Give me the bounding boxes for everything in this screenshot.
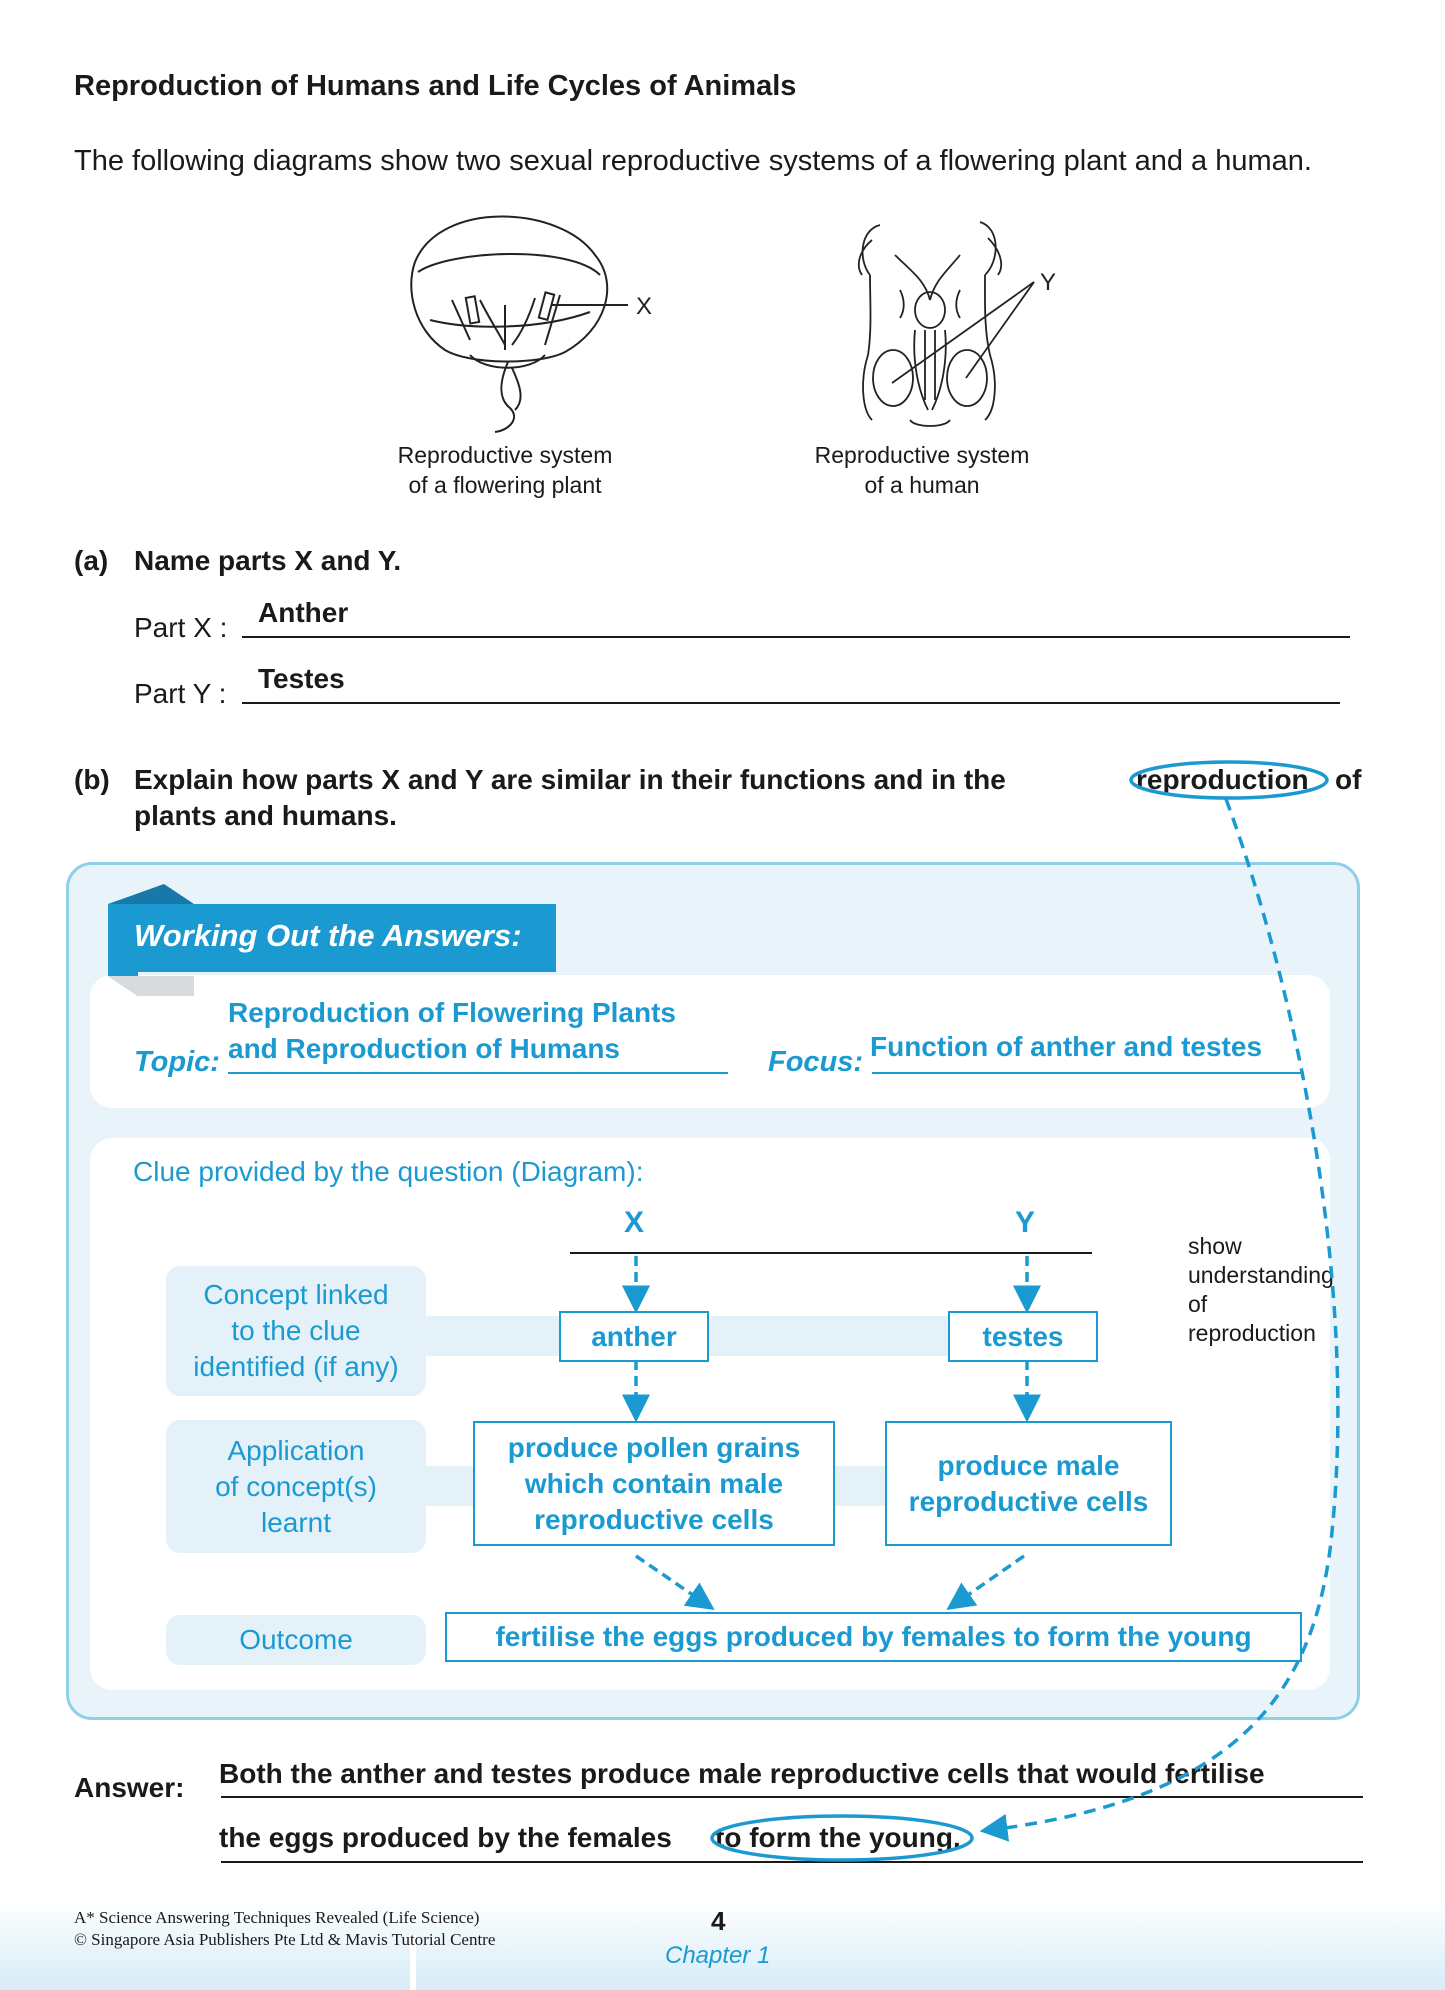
page-title: Reproduction of Humans and Life Cycles o… bbox=[74, 70, 797, 102]
focus-label: Focus: bbox=[768, 1046, 864, 1078]
answer-underline-1 bbox=[221, 1796, 1363, 1798]
part-y-answer: Testes bbox=[258, 663, 345, 694]
label-y-human: Y bbox=[1040, 269, 1056, 296]
topic-line2: and Reproduction of Humans bbox=[228, 1033, 620, 1064]
working-banner-text: Working Out the Answers: bbox=[134, 918, 522, 953]
human-system-illustration bbox=[858, 221, 1035, 427]
question-a-text: Name parts X and Y. bbox=[134, 545, 402, 576]
question-b-text-post: of bbox=[1335, 764, 1362, 795]
question-a-number: (a) bbox=[74, 545, 109, 576]
dashed-link-arrow bbox=[979, 798, 1340, 1842]
answer-line2-pre: the eggs produced by the females bbox=[219, 1822, 672, 1853]
question-b-text-line2: plants and humans. bbox=[134, 800, 397, 831]
label-x-plant: X bbox=[636, 293, 652, 320]
page-number: 4 bbox=[711, 1906, 726, 1936]
reproduction-circle bbox=[1129, 760, 1329, 800]
row-label-outcome: Outcome bbox=[166, 1615, 426, 1665]
footer-band bbox=[0, 1900, 1445, 1990]
flower-illustration bbox=[410, 215, 628, 433]
question-b-number: (b) bbox=[74, 764, 110, 795]
column-y-label: Y bbox=[1015, 1206, 1036, 1239]
side-note: show understanding of reproduction bbox=[1188, 1233, 1334, 1346]
question-b-text-pre: Explain how parts X and Y are similar in… bbox=[134, 764, 1006, 795]
answer-line1: Both the anther and testes produce male … bbox=[219, 1758, 1265, 1789]
topic-focus-box bbox=[90, 975, 1330, 1108]
outcome-box: fertilise the eggs produced by females t… bbox=[445, 1612, 1302, 1662]
chapter-label: Chapter 1 bbox=[665, 1942, 771, 1969]
answer-underline-2 bbox=[221, 1861, 1363, 1863]
topic-label: Topic: bbox=[134, 1046, 220, 1078]
young-circle bbox=[710, 1814, 974, 1862]
footer-book-info: A* Science Answering Techniques Revealed… bbox=[74, 1908, 496, 1949]
plant-caption: Reproductive system of a flowering plant bbox=[397, 442, 613, 498]
arrow-application-y-to-outcome bbox=[946, 1554, 1025, 1610]
column-x-label: X bbox=[624, 1206, 645, 1239]
part-y-line bbox=[242, 702, 1340, 704]
footer-divider bbox=[410, 1935, 416, 1990]
arrow-application-x-to-outcome bbox=[635, 1554, 715, 1610]
human-caption: Reproductive system of a human bbox=[814, 442, 1030, 498]
question-b-circled-word: reproduction bbox=[1136, 764, 1309, 795]
clue-heading: Clue provided by the question (Diagram): bbox=[133, 1156, 644, 1187]
concept-box-anther: anther bbox=[559, 1311, 709, 1362]
working-banner bbox=[108, 904, 556, 972]
part-x-line bbox=[242, 636, 1350, 638]
answer-label: Answer: bbox=[74, 1772, 185, 1803]
part-x-label: Part X : bbox=[134, 612, 228, 643]
part-y-label: Part Y : bbox=[134, 678, 227, 709]
part-x-answer: Anther bbox=[258, 597, 349, 628]
answer-line2-circled: to form the young. bbox=[715, 1822, 961, 1853]
focus-underline bbox=[872, 1072, 1304, 1074]
focus-value: Function of anther and testes bbox=[870, 1031, 1263, 1062]
topic-underline bbox=[228, 1072, 728, 1074]
topic-line1: Reproduction of Flowering Plants bbox=[228, 997, 676, 1028]
intro-text: The following diagrams show two sexual r… bbox=[74, 145, 1312, 177]
column-divider-line bbox=[570, 1252, 1092, 1254]
